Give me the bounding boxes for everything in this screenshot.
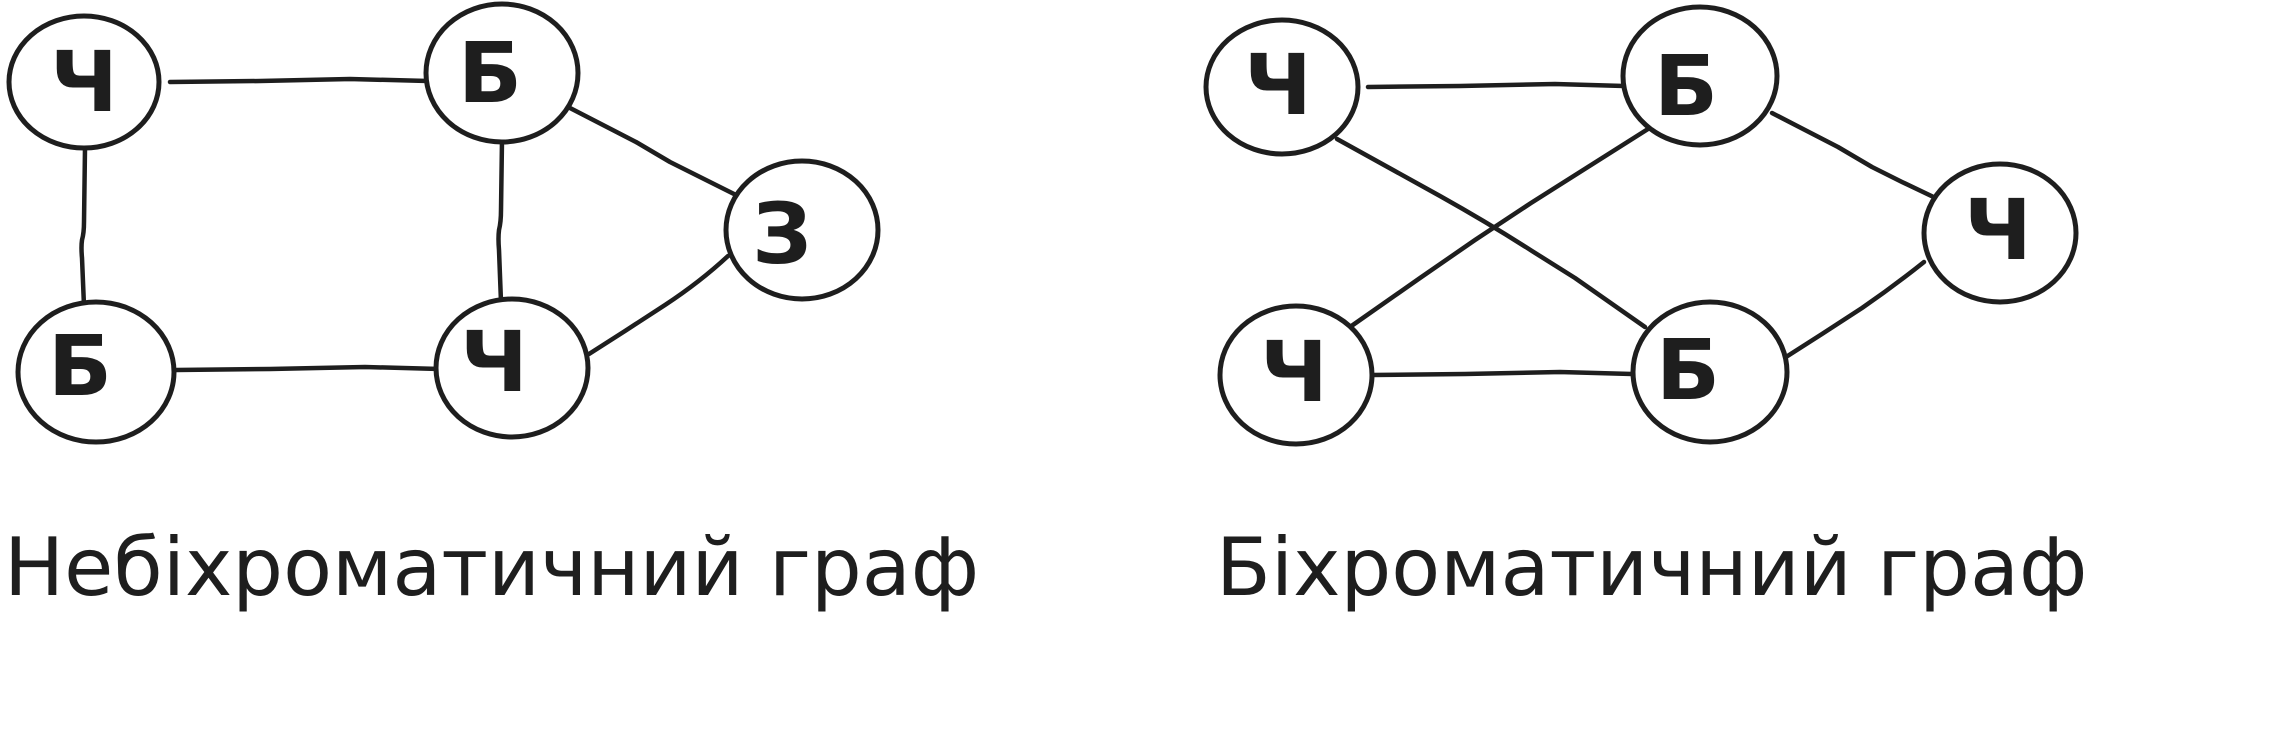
- node-b5-label: Б: [1656, 321, 1720, 419]
- node-a3-label: З: [752, 185, 812, 283]
- node-b1-label: Ч: [1244, 36, 1312, 134]
- node-a4-label: Б: [48, 317, 112, 415]
- edge-a2-a3: [567, 105, 743, 200]
- node-a2-label: Б: [458, 24, 522, 122]
- edge-b1-b5: [1334, 136, 1648, 330]
- edge-b1-b2: [1365, 81, 1627, 90]
- node-a3: З: [723, 158, 881, 302]
- node-b4: Ч: [1217, 303, 1375, 447]
- edge-b4-b2: [1347, 126, 1651, 330]
- node-b3: Ч: [1921, 161, 2079, 305]
- node-b2: Б: [1620, 4, 1780, 148]
- edge-a5-a3: [586, 253, 731, 357]
- node-b5: Б: [1630, 299, 1790, 445]
- caption-right: Біхроматичний граф: [1216, 521, 2088, 614]
- node-a5-label: Ч: [460, 313, 528, 411]
- node-b3-label: Ч: [1964, 181, 2032, 279]
- node-a5: Ч: [433, 296, 591, 440]
- edge-b5-b3: [1783, 259, 1927, 360]
- caption-left: Небіхроматичний граф: [4, 521, 980, 614]
- edge-a1-a4: [79, 145, 88, 309]
- edge-a1-a2: [167, 76, 431, 85]
- node-a1: Ч: [6, 13, 162, 151]
- edge-b2-b3: [1769, 110, 1947, 205]
- edge-a4-a5: [173, 364, 443, 373]
- node-a2: Б: [423, 1, 581, 145]
- node-b4-label: Ч: [1260, 323, 1328, 421]
- node-b1: Ч: [1203, 17, 1361, 157]
- edge-a2-a5: [496, 137, 505, 305]
- edge-b4-b5: [1369, 369, 1635, 378]
- node-b2-label: Б: [1654, 37, 1718, 135]
- node-a4: Б: [15, 299, 177, 445]
- node-a1-label: Ч: [50, 33, 118, 131]
